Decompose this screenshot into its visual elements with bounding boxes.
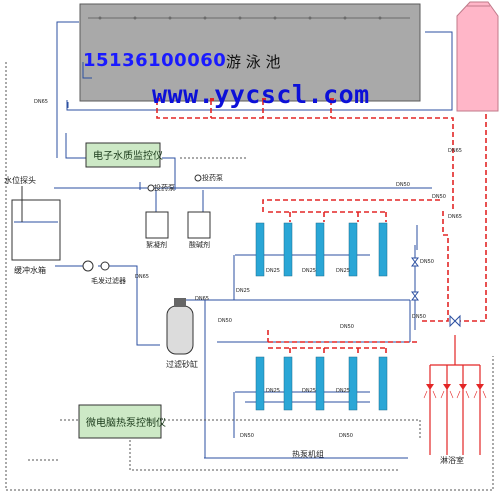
pool-title: 游 泳 池 xyxy=(226,53,281,71)
pipe-size-labels: DN65 DN65 DN50 DN50 DN65 DN65 DN65 DN50 … xyxy=(34,99,462,439)
water-quality-monitor-box xyxy=(85,142,161,168)
pipe-label: DN65 xyxy=(135,274,149,280)
pipe-label: DN65 xyxy=(448,148,462,154)
pool-inlet-nozzles xyxy=(98,16,382,20)
label-coagulant: 絮凝剂 xyxy=(146,240,167,249)
pipe-label: DN50 xyxy=(396,182,410,188)
pipe-label: DN50 xyxy=(340,324,354,330)
pipe-label: DN50 xyxy=(432,194,446,200)
pipe-label: DN25 xyxy=(266,388,280,394)
pipe-label: DN50 xyxy=(339,433,353,439)
shower-sprays xyxy=(423,390,487,399)
pipe-label: DN65 xyxy=(195,296,209,302)
pipe-label: DN25 xyxy=(236,288,250,294)
pipe-label: DN50 xyxy=(218,318,232,324)
buffer-tank xyxy=(11,199,61,261)
pipe-label: DN65 xyxy=(448,214,462,220)
pool xyxy=(79,3,421,102)
ph-adjuster-tank xyxy=(187,211,211,239)
pipe-label: DN25 xyxy=(302,268,316,274)
label-water-level-probe: 水位探头 xyxy=(4,175,36,185)
label-hair-filter: 毛发过滤器 xyxy=(91,276,126,285)
dosing-pump-right-icon xyxy=(194,174,202,182)
pipe-label: DN50 xyxy=(412,314,426,320)
label-buffer-tank: 缓冲水箱 xyxy=(14,265,46,275)
label-shower-room: 淋浴室 xyxy=(440,455,464,465)
url-watermark: www.yycscl.com xyxy=(152,80,370,109)
blue-pipes xyxy=(54,21,453,459)
pipe-label: DN25 xyxy=(266,268,280,274)
label-dosing-pump-left: 投药泵 xyxy=(154,183,175,192)
pipe-label: DN25 xyxy=(336,268,350,274)
sand-filter-tank xyxy=(166,305,194,355)
hot-water-tank xyxy=(456,1,499,112)
label-heat-pump-group: 热泵机组 xyxy=(292,449,324,459)
hair-filter-icon xyxy=(82,260,94,272)
heat-pump-units-lower xyxy=(255,356,388,411)
phone-watermark: 15136100060 xyxy=(83,50,227,71)
label-water-quality-monitor: 电子水质监控仪 xyxy=(93,149,163,162)
pipe-label: DN25 xyxy=(336,388,350,394)
shower-heads xyxy=(426,384,484,390)
label-ph-adjuster: 酸碱剂 xyxy=(189,240,210,249)
sand-filter-valve xyxy=(174,298,186,307)
label-heat-pump-controller: 微电脑热泵控制仪 xyxy=(86,416,166,429)
label-dosing-pump-right: 投药泵 xyxy=(202,173,223,182)
label-sand-filter: 过滤砂缸 xyxy=(166,359,198,369)
coagulant-tank xyxy=(145,211,169,239)
heat-pump-controller-box xyxy=(78,404,162,439)
pipe-label: DN50 xyxy=(420,259,434,265)
shower-supply xyxy=(429,335,481,455)
pipe-label: DN50 xyxy=(240,433,254,439)
pipe-label: DN25 xyxy=(302,388,316,394)
red-hot-pipes xyxy=(156,100,487,356)
valves xyxy=(411,257,461,328)
circulation-pump-icon xyxy=(100,261,110,271)
heat-pump-units-upper xyxy=(255,222,388,277)
dosing-pump-left-icon xyxy=(147,184,155,192)
control-wiring xyxy=(5,62,494,491)
pipe-label: DN65 xyxy=(34,99,48,105)
pool-drains xyxy=(156,98,334,101)
